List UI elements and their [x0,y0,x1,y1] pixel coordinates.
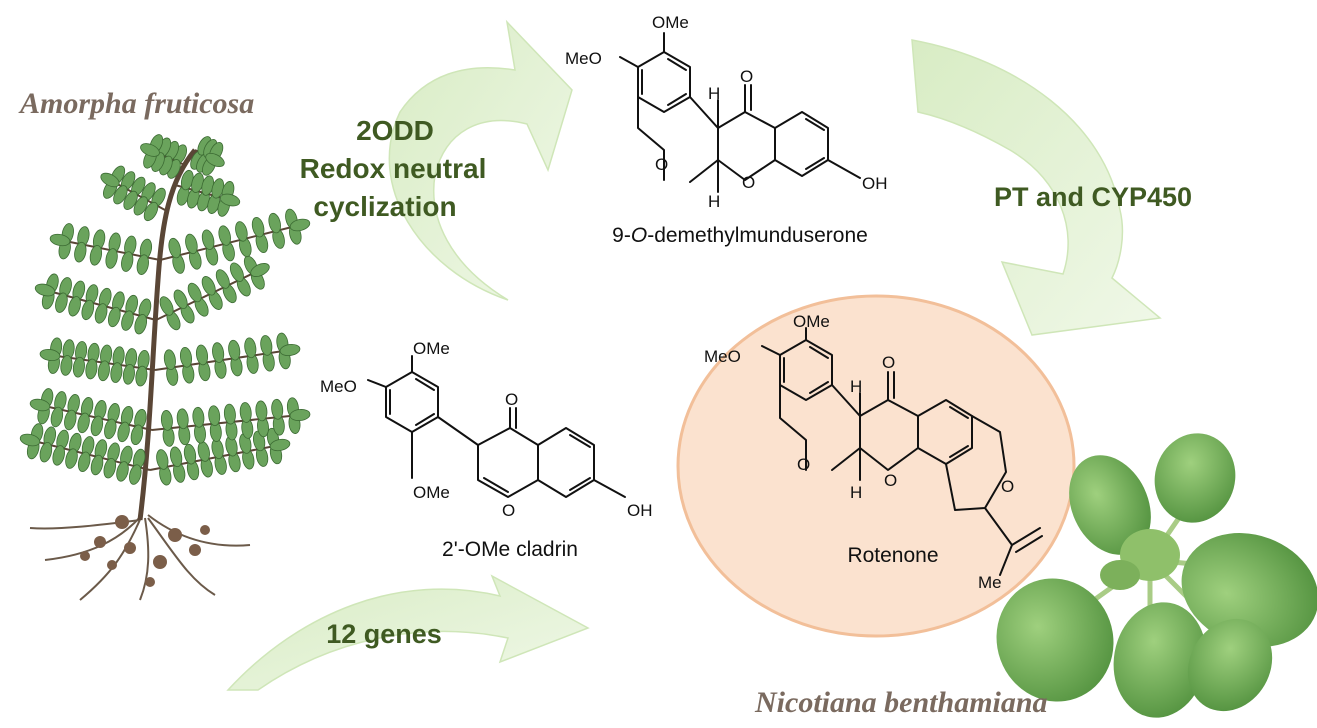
svg-text:O: O [742,173,755,192]
rotenone-highlight-circle [676,294,1076,638]
step-cyclization-line1: Redox neutral [300,153,487,184]
svg-text:OMe: OMe [652,13,689,32]
svg-text:O: O [882,353,895,372]
svg-text:H: H [850,377,862,396]
arrow-genes [226,574,590,691]
arrow-cyclization [388,19,573,301]
step-gene-count: 12 genes [326,619,442,649]
step-prenylation: PT and CYP450 [994,182,1192,212]
compound-label-cladrin: 2'-OMe cladrin [442,538,578,561]
amorpha-plant-illustration [19,134,311,601]
svg-text:O: O [797,455,810,474]
step-cyclization-line2: cyclization [313,191,456,222]
svg-text:OMe: OMe [793,312,830,331]
svg-text:O: O [1001,477,1014,496]
svg-text:MeO: MeO [320,377,357,396]
svg-text:O: O [655,155,668,174]
svg-text:OH: OH [862,174,888,193]
svg-text:O: O [502,501,515,520]
step-enzyme-2odd: 2ODD [356,115,434,146]
structure-cladrin: OMe MeO OMe O O OH [320,339,653,520]
svg-text:OMe: OMe [413,483,450,502]
svg-text:MeO: MeO [704,347,741,366]
svg-text:H: H [850,483,862,502]
svg-text:OMe: OMe [413,339,450,358]
svg-text:H: H [708,192,720,211]
svg-text:O: O [505,390,518,409]
svg-text:O: O [884,471,897,490]
host-plant-name: Nicotiana benthamiana [754,686,1048,719]
svg-text:O: O [740,67,753,86]
nicotiana-plant-illustration [996,433,1317,718]
svg-text:MeO: MeO [565,49,602,68]
svg-text:H: H [708,84,720,103]
svg-text:OH: OH [627,501,653,520]
arrow-prenylation [911,39,1162,336]
source-plant-name: Amorpha fruticosa [18,87,254,120]
structure-munduserone: OMe MeO O H H O O OH [565,13,888,211]
svg-text:Me: Me [978,573,1002,592]
compound-label-munduserone: 9-O-demethylmunduserone [612,224,868,247]
compound-label-rotenone: Rotenone [847,544,938,567]
structure-rotenone: OMe MeO O H H O O O Me [704,312,1043,592]
